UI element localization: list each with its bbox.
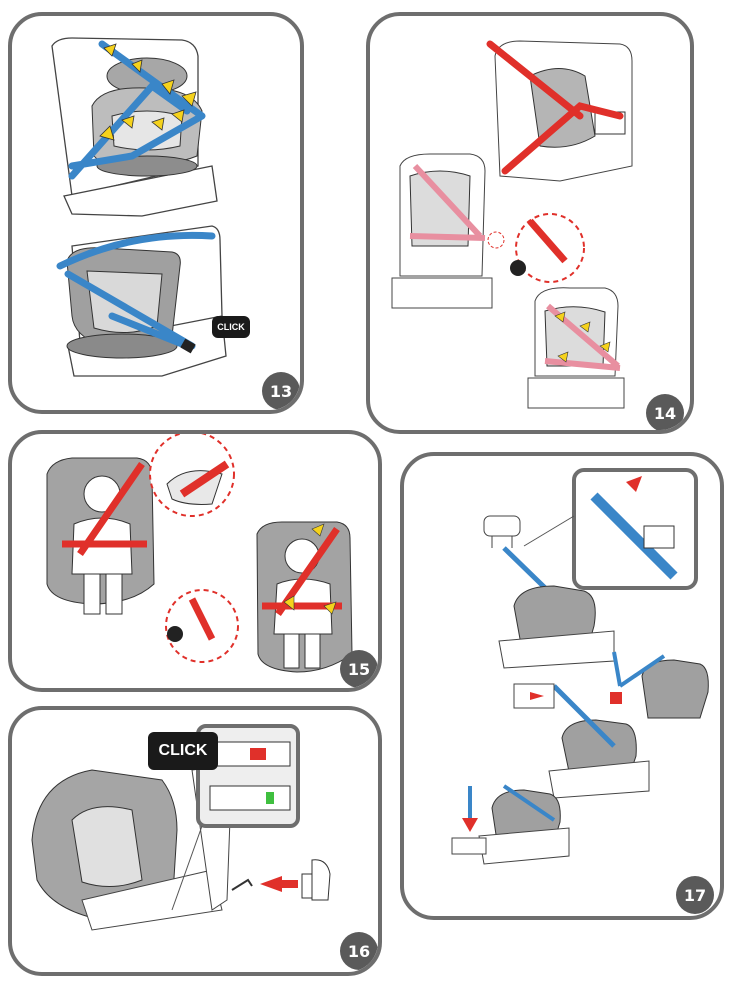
child-in-seat-right: [256, 521, 353, 673]
car-seat-right: [641, 659, 709, 719]
step-13-illustration: [51, 37, 227, 377]
top-tether: [590, 492, 678, 580]
step-16-illustration: [31, 724, 331, 931]
isofix-connector: [231, 859, 331, 901]
seat-belt-red-top: [486, 40, 624, 175]
step-13-panel: CLICK 13: [8, 12, 304, 414]
step-15-illustration: [46, 434, 353, 673]
step-number-badge: 15: [340, 650, 378, 688]
child-in-seat-left: [46, 457, 155, 615]
car-seat-front-view-right: [527, 287, 625, 409]
car-seat-side-view: [31, 764, 233, 931]
seat-belt-pink-left: [409, 163, 486, 241]
step-17-panel: 17: [400, 452, 724, 920]
step-16-panel: CLICK 16: [8, 706, 382, 976]
car-seat-front-view-left: [391, 153, 493, 309]
step-15-panel: 15: [8, 430, 382, 692]
direction-arrows: [283, 523, 337, 615]
direction-arrow: [626, 476, 642, 492]
buckle: [180, 338, 196, 354]
step-17-illustration: [451, 468, 709, 865]
direction-arrows-top: [99, 43, 197, 141]
vehicle-headrest: [483, 515, 521, 548]
car-seat-top: [498, 585, 615, 669]
step-number-badge: 14: [646, 394, 684, 430]
seat-belt-red-left: [62, 462, 147, 556]
car-seat-bottom: [478, 789, 570, 865]
seat-belt-blue-bottom: [56, 231, 216, 350]
click-indicator: CLICK: [148, 732, 218, 770]
seat-belt-blue-top: [68, 40, 206, 180]
car-seat-mid: [548, 719, 650, 799]
click-indicator: CLICK: [212, 316, 250, 338]
step-number-badge: 16: [340, 932, 378, 970]
step-number-badge: 13: [262, 372, 300, 410]
direction-arrows: [554, 311, 611, 363]
step-number-badge: 17: [676, 876, 714, 914]
step-14-panel: 14: [366, 12, 694, 434]
detail-belt: [527, 218, 568, 264]
step-14-illustration: [391, 40, 633, 409]
